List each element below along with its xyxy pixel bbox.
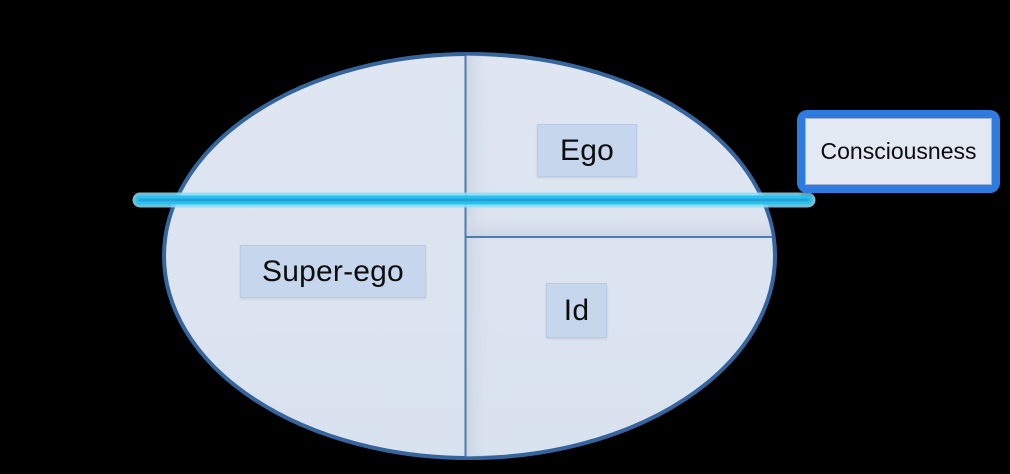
consciousness-callout-text: Consciousness — [820, 138, 977, 164]
label-id-text: Id — [563, 293, 590, 327]
vertical-seam-shade — [466, 55, 492, 457]
horizontal-seam-shade — [466, 213, 774, 237]
label-super-ego-text: Super-ego — [262, 254, 404, 288]
consciousness-callout: Consciousness — [797, 110, 1000, 193]
label-ego: Ego — [537, 124, 637, 177]
label-ego-text: Ego — [560, 133, 614, 167]
label-id: Id — [546, 283, 607, 338]
label-super-ego: Super-ego — [240, 245, 426, 298]
consciousness-callout-inner: Consciousness — [805, 118, 992, 185]
